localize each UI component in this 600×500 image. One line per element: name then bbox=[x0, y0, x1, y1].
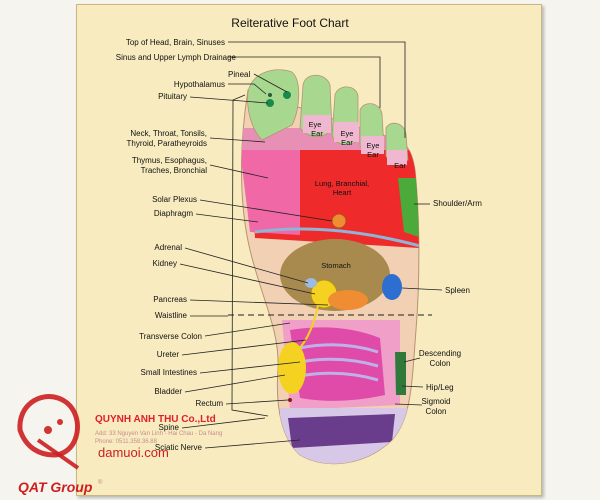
zone-eye-1: Eye bbox=[309, 120, 322, 129]
zone-heart: Heart bbox=[333, 188, 352, 197]
brand-website: damuoi.com bbox=[98, 445, 169, 460]
solar-plexus-point bbox=[331, 213, 347, 229]
label-spleen: Spleen bbox=[445, 286, 470, 295]
brand-group: QAT Group bbox=[18, 479, 93, 495]
label-small-intestines: Small Intestines bbox=[141, 368, 197, 377]
hypothalamus-point bbox=[268, 93, 272, 97]
label-solar-plexus: Solar Plexus bbox=[152, 195, 197, 204]
descending-colon-zone bbox=[395, 352, 406, 395]
brand-logo bbox=[17, 394, 80, 470]
label-hip-leg: Hip/Leg bbox=[426, 383, 454, 392]
brand-company: QUYNH ANH THU Co.,Ltd bbox=[95, 414, 216, 425]
label-shoulder-arm: Shoulder/Arm bbox=[433, 199, 482, 208]
zone-lung: Lung, Branchial, bbox=[315, 179, 369, 188]
right-leaders bbox=[394, 203, 443, 406]
diaphragm-line bbox=[254, 227, 419, 248]
pancreas-zone bbox=[328, 290, 368, 310]
spine-bracket bbox=[231, 94, 269, 417]
label-sigmoid: Sigmoid bbox=[422, 397, 451, 406]
zone-ear-4: Ear bbox=[394, 161, 406, 170]
brand-address: Add: 33 Nguyen Van Linh - Hai Chau - Da … bbox=[95, 431, 222, 437]
label-bladder: Bladder bbox=[154, 387, 182, 396]
label-adrenal: Adrenal bbox=[154, 243, 182, 252]
spleen-point bbox=[382, 274, 402, 300]
zone-ear-1: Ear bbox=[311, 129, 323, 138]
label-diaphragm: Diaphragm bbox=[154, 209, 193, 218]
rectum-point bbox=[288, 398, 292, 402]
label-transverse-colon: Transverse Colon bbox=[139, 332, 202, 341]
chart-title: Reiterative Foot Chart bbox=[231, 16, 349, 30]
stomach-zone bbox=[280, 239, 390, 311]
thymus-zone bbox=[241, 150, 300, 235]
zone-ear-3: Ear bbox=[367, 150, 379, 159]
ureter-line bbox=[297, 304, 319, 351]
zone-eye-2: Eye bbox=[341, 129, 354, 138]
adrenal-point bbox=[305, 278, 317, 288]
label-ureter: Ureter bbox=[157, 350, 180, 359]
label-head: Top of Head, Brain, Sinuses bbox=[126, 38, 225, 47]
label-neck-1: Neck, Throat, Tonsils, bbox=[130, 129, 207, 138]
label-sigmoid-colon: Colon bbox=[426, 407, 447, 416]
shoulder-zone bbox=[398, 178, 419, 238]
label-thymus-2: Traches, Bronchial bbox=[141, 166, 208, 175]
label-sciatic-nerve: Sciatic Nerve bbox=[155, 443, 203, 452]
left-leaders bbox=[179, 41, 406, 449]
label-pineal: Pineal bbox=[228, 70, 250, 79]
sciatic-zone bbox=[288, 414, 395, 448]
label-waistline: Waistline bbox=[155, 311, 188, 320]
zone-ear-2: Ear bbox=[341, 138, 353, 147]
bladder-zone bbox=[278, 342, 306, 394]
label-kidney: Kidney bbox=[153, 259, 177, 268]
label-spine: Spine bbox=[159, 423, 180, 432]
label-rectum: Rectum bbox=[195, 399, 223, 408]
label-descending-colon: Colon bbox=[430, 359, 451, 368]
zone-eye-3: Eye bbox=[367, 141, 380, 150]
label-hypothalamus: Hypothalamus bbox=[174, 80, 225, 89]
label-pancreas: Pancreas bbox=[153, 295, 187, 304]
brand-registered: ® bbox=[98, 479, 103, 486]
zone-stomach: Stomach bbox=[321, 261, 351, 270]
label-pituitary: Pituitary bbox=[158, 92, 187, 101]
label-sinus: Sinus and Upper Lymph Drainage bbox=[116, 53, 237, 62]
pineal-point bbox=[283, 91, 291, 99]
label-descending: Descending bbox=[419, 349, 461, 358]
brand-phone: Phone: 0511.358.36.88 bbox=[95, 439, 158, 445]
label-thymus-1: Thymus, Esophagus, bbox=[132, 156, 207, 165]
label-neck-2: Thyroid, Paratheyroids bbox=[127, 139, 207, 148]
pituitary-point bbox=[266, 99, 274, 107]
